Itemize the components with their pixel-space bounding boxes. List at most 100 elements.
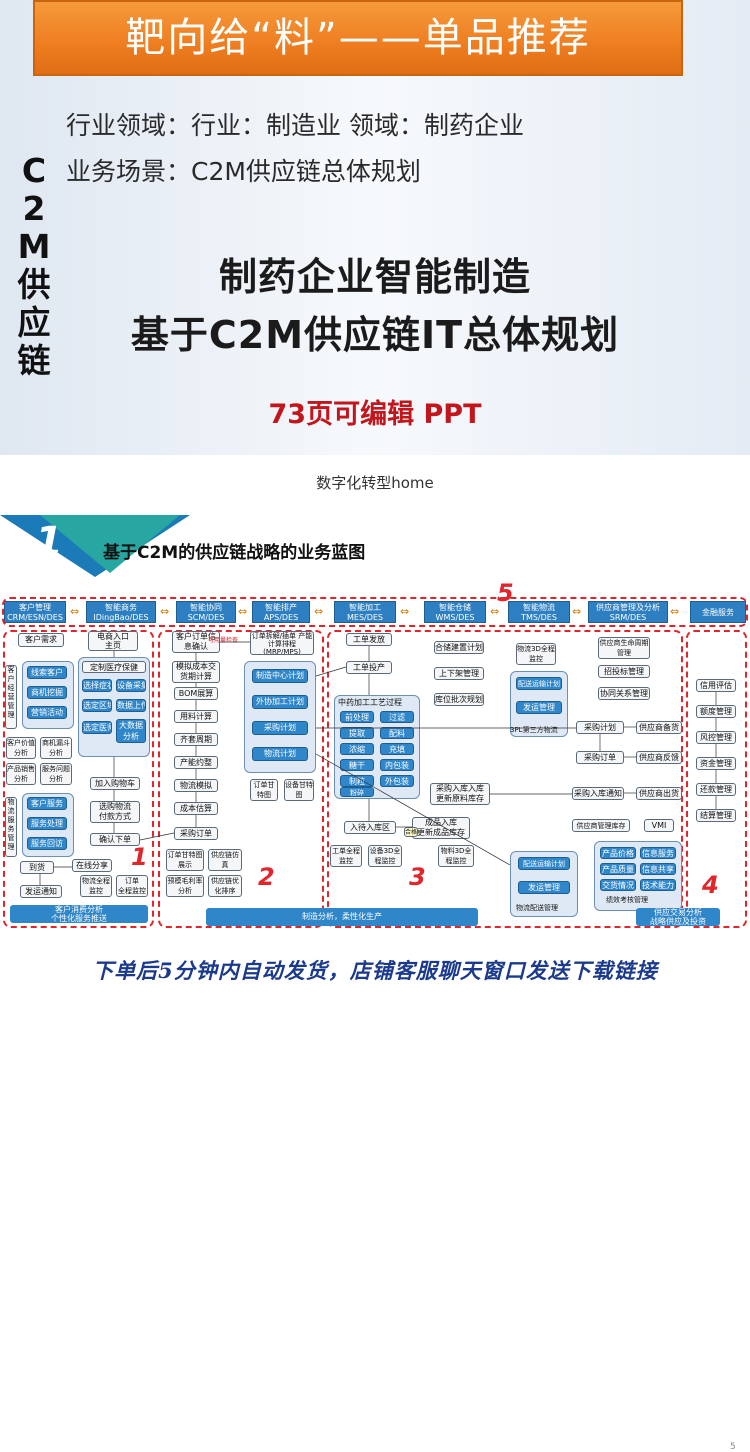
customer-service-node: 客户服务 xyxy=(27,797,67,810)
data-upload-node: 数据上传 xyxy=(116,699,146,712)
shipping-payment-node: 选购物流付款方式 xyxy=(90,801,140,823)
supply-analysis-bar: 供应交易分析 战略供应及投资 xyxy=(636,908,720,926)
section-number-1: 1 xyxy=(131,843,148,871)
settlement-node: 结算管理 xyxy=(696,809,736,822)
online-share-node: 在线分享 xyxy=(72,859,112,872)
brand-caption: 数字化转型home xyxy=(316,474,434,492)
capacity-node: 产能约整 xyxy=(174,756,218,769)
double-arrow-icon: ⇔ xyxy=(238,605,248,618)
section-number-3: 3 xyxy=(409,863,426,891)
section-number-4: 4 xyxy=(702,871,719,899)
ecommerce-entry-node: 电商入口主页 xyxy=(88,631,138,651)
customer-mgmt-side: 客户经营管理 xyxy=(5,665,17,729)
vertical-label: C2M供应链 xyxy=(17,151,51,380)
order-monitor-node: 订单全程监控 xyxy=(116,875,148,897)
kitting-node: 齐套周期 xyxy=(174,733,218,746)
double-arrow-icon: ⇔ xyxy=(400,605,410,618)
supplier-stock-node: 供应商备货 xyxy=(636,721,682,734)
logistics-3d-monitor-node: 物流3D全程监控 xyxy=(516,643,556,665)
bigdata-node: 大数据分析 xyxy=(116,719,146,743)
process-outer-pack-node: 外包装 xyxy=(380,775,414,787)
supply-optimize-node: 供应链优化排序 xyxy=(208,875,242,897)
manufacturing-analysis-bar: 制造分析，柔性化生产 xyxy=(206,908,478,926)
purchase-order-node: 采购订单 xyxy=(174,827,218,840)
location-batch-node: 库位批次规划 xyxy=(434,693,484,706)
cost-delivery-node: 模拟成本交货期计算 xyxy=(172,661,220,683)
marketing-node: 营销活动 xyxy=(27,706,67,719)
service-revisit-node: 服务回访 xyxy=(27,837,67,850)
blueprint-title: 基于C2M的供应链战略的业务蓝图 xyxy=(103,543,366,563)
vmi-node: VMI xyxy=(644,819,674,832)
material-calc-node: 用料计算 xyxy=(174,710,218,723)
order-gantt-node: 订单甘特图 xyxy=(250,779,278,801)
purchase-inbound-node: 采购入库入库更新原料库存 xyxy=(430,783,490,805)
order-confirm-node: 客户订单信息确认 xyxy=(172,631,220,653)
supplier-ship-node: 供应商出货 xyxy=(636,787,682,800)
process-dry-node: 糖干 xyxy=(340,759,374,771)
supplier-purchase-order-node: 采购订单 xyxy=(576,751,624,764)
symptom-node: 选择症状 xyxy=(82,679,112,692)
work-order-start-node: 工单投产 xyxy=(346,661,392,674)
outsource-plan-node: 外协加工计划 xyxy=(252,695,308,709)
process-granulate-node: 制粒 xyxy=(340,775,374,787)
logistics-monitor-node: 物流全程监控 xyxy=(80,875,112,897)
distribution-mgmt-label: 物流配送管理 xyxy=(516,904,558,912)
performance-label: 绩效考核管理 xyxy=(606,896,648,904)
dispatch-mgmt-node: 发运管理 xyxy=(518,881,570,894)
bom-node: BOM展算 xyxy=(174,687,218,700)
lead-customer-node: 线索客户 xyxy=(27,666,67,679)
supplier-lifecycle-node: 供应商生命周期管理 xyxy=(598,637,650,659)
certificate-badge: 合格证 xyxy=(404,827,418,837)
equipment-3d-monitor-node: 设备3D全程监控 xyxy=(368,845,402,867)
blueprint-number: 1 xyxy=(35,519,63,565)
confirm-order-node: 确认下单 xyxy=(90,833,140,846)
logistics-service-side: 物流服务管理 xyxy=(5,797,17,857)
wait-storage-node: 入待入库区 xyxy=(344,821,396,834)
customer-demand-node: 客户需求 xyxy=(18,633,64,647)
info-service-node: 信息服务 xyxy=(640,847,676,859)
material-3d-monitor-node: 物料3D全程监控 xyxy=(438,845,474,867)
double-arrow-icon: ⇔ xyxy=(572,605,582,618)
page-number: 5 xyxy=(730,1442,736,1452)
footer-notice: 下单后5分钟内自动发货，店铺客服聊天窗口发送下载链接 xyxy=(92,958,658,983)
main-title-line1: 制药企业智能制造 xyxy=(218,255,531,299)
add-cart-node: 加入购物车 xyxy=(90,777,140,790)
shipping-notice-node: 发运通知 xyxy=(20,885,62,898)
process-title: 中药加工工艺过程 xyxy=(338,698,402,707)
header-triangle-accent xyxy=(40,515,180,573)
arrival-node: 到货 xyxy=(20,861,54,874)
credit-eval-node: 信用评估 xyxy=(696,679,736,692)
purchase-plan-node: 采购计划 xyxy=(252,721,308,735)
device-collect-node: 设备采集 xyxy=(116,679,146,692)
mrp-node: 订单拆解/插单 产能计算排程 (MRP/MPS) xyxy=(250,631,314,655)
repayment-node: 还款管理 xyxy=(696,783,736,796)
quota-mgmt-node: 额度管理 xyxy=(696,705,736,718)
supplier-purchase-plan-node: 采购计划 xyxy=(576,721,624,734)
delivery-plan-node: 配送运输计划 xyxy=(516,677,562,690)
section-number-2: 2 xyxy=(258,863,275,891)
sales-analysis-node: 产品销售分析 xyxy=(6,763,36,785)
logistics-plan-node: 物流计划 xyxy=(252,747,308,761)
cost-estimate-node: 成本估算 xyxy=(174,802,218,815)
finished-storage-node: 成品入库更新成品库存 xyxy=(412,817,470,839)
delivery-status-node: 交货情况 xyxy=(600,879,636,891)
order-gantt-display-node: 订单甘特图展示 xyxy=(166,849,204,871)
section-number-5: 5 xyxy=(497,579,514,607)
process-pre-node: 前处理 xyxy=(340,711,374,723)
opportunity-node: 商机挖掘 xyxy=(27,686,67,699)
process-concentrate-node: 浓缩 xyxy=(340,743,374,755)
process-mix-node: 配料 xyxy=(380,727,414,739)
shipping-mgmt-node: 发运管理 xyxy=(516,701,562,714)
process-crush-node: 粉碎 xyxy=(340,787,374,797)
tech-ability-node: 技术能力 xyxy=(640,879,676,891)
equipment-gantt-node: 设备甘特图 xyxy=(284,779,314,801)
value-analysis-node: 客户价值分析 xyxy=(6,737,36,759)
section-frame-1 xyxy=(3,630,154,928)
cover-slide: 靶向给“料”——单品推荐 行业领域：行业：制造业 领域：制药企业 业务场景：C2… xyxy=(0,0,750,455)
